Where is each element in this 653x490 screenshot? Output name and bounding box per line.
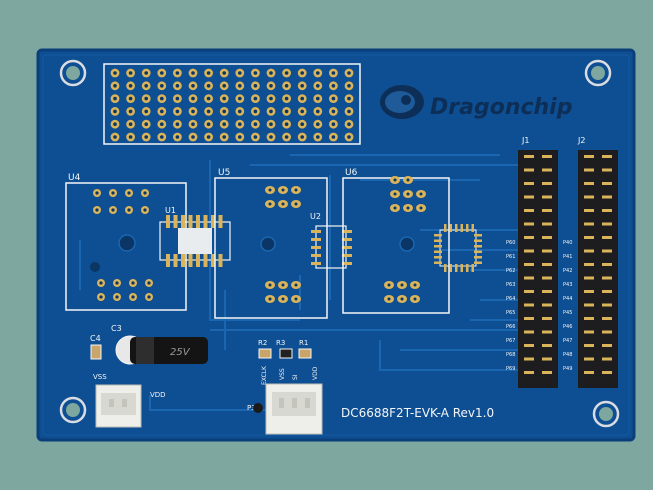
j1-pin-labels: P60 P61 P62 P63 P64 P65 P66 P67 P68 P69 — [506, 240, 515, 372]
u2-label: U2 — [310, 212, 321, 221]
svg-text:P42: P42 — [563, 268, 572, 274]
u5-label: U5 — [218, 168, 230, 178]
vss-center-label: VSS — [279, 368, 286, 380]
svg-text:P48: P48 — [563, 352, 572, 358]
copper-traces — [79, 154, 520, 411]
svg-text:P65: P65 — [506, 310, 515, 316]
u1-gold-pins — [166, 215, 223, 267]
j2-pin-labels: P40 P41 P42 P43 P44 P45 P46 P47 P48 P49 — [563, 240, 572, 372]
c3-electrolytic-capacitor: 25V — [115, 335, 208, 365]
svg-text:P64: P64 — [506, 296, 515, 302]
r1-label: R1 — [299, 339, 308, 347]
proto-grid-pads — [110, 68, 354, 142]
r2-resistor — [258, 348, 272, 359]
svg-text:P45: P45 — [563, 310, 572, 316]
c4-capacitor — [90, 344, 102, 360]
u1-label: U1 — [165, 206, 176, 215]
dragonchip-logo: Dragonchip — [380, 85, 572, 120]
power-connector-left — [95, 384, 142, 428]
svg-text:P66: P66 — [506, 324, 515, 330]
svg-text:P68: P68 — [506, 352, 515, 358]
svg-text:P63: P63 — [506, 282, 515, 288]
qfn-gold-pins — [434, 224, 482, 272]
svg-text:P67: P67 — [506, 338, 515, 344]
j2-header — [578, 150, 618, 388]
svg-text:P40: P40 — [563, 240, 572, 246]
svg-text:P43: P43 — [563, 282, 572, 288]
mounting-hole-top-left — [59, 59, 87, 87]
svg-text:P47: P47 — [563, 338, 572, 344]
mounting-hole-bottom-left — [59, 396, 87, 424]
svg-text:P61: P61 — [506, 254, 515, 260]
u1-outline — [159, 221, 231, 261]
mounting-holes — [59, 59, 620, 428]
r1-resistor — [298, 348, 312, 359]
u2-gold-pins — [311, 230, 352, 265]
c3-voltage-marking: 25V — [170, 347, 191, 358]
u4-label: U4 — [68, 173, 81, 183]
exclk-label: EXCLK — [261, 365, 268, 385]
r3-label: R3 — [276, 339, 285, 347]
c3-label: C3 — [111, 324, 122, 333]
u6-label: U6 — [345, 168, 358, 178]
svg-text:P49: P49 — [563, 366, 572, 372]
proto-area-outline — [103, 63, 361, 145]
vdd-left-label: VDD — [150, 391, 166, 399]
u5-outline — [214, 177, 328, 319]
j1-header — [518, 150, 558, 388]
p3-label: P3 — [247, 404, 256, 412]
c4-label: C4 — [90, 334, 101, 343]
mounting-hole-bottom-right — [592, 400, 620, 428]
r2-label: R2 — [258, 339, 267, 347]
u1-chip — [178, 228, 212, 254]
si-label: SI — [292, 374, 299, 380]
header-pins — [524, 155, 612, 374]
svg-text:P60: P60 — [506, 240, 515, 246]
u5-pads — [265, 186, 301, 303]
vdd-center-label: VDD — [312, 366, 319, 380]
mounting-hole-top-right — [584, 59, 612, 87]
vss-left-label: VSS — [93, 373, 107, 381]
u4-pads — [93, 189, 153, 301]
j1-label: J1 — [521, 136, 529, 145]
svg-text:P62: P62 — [506, 268, 515, 274]
svg-text:P44: P44 — [563, 296, 572, 302]
p3-connector — [265, 383, 323, 435]
board-model-text: DC6688F2T-EVK-A Rev1.0 — [341, 406, 494, 420]
brand-logo-text: Dragonchip — [430, 95, 572, 120]
svg-text:P69: P69 — [506, 366, 515, 372]
svg-text:P46: P46 — [563, 324, 572, 330]
svg-text:P41: P41 — [563, 254, 572, 260]
j2-label: J2 — [577, 136, 585, 145]
r3-resistor — [279, 348, 293, 359]
u6-pads — [384, 176, 426, 303]
u6-qfn-footprint — [439, 229, 477, 267]
